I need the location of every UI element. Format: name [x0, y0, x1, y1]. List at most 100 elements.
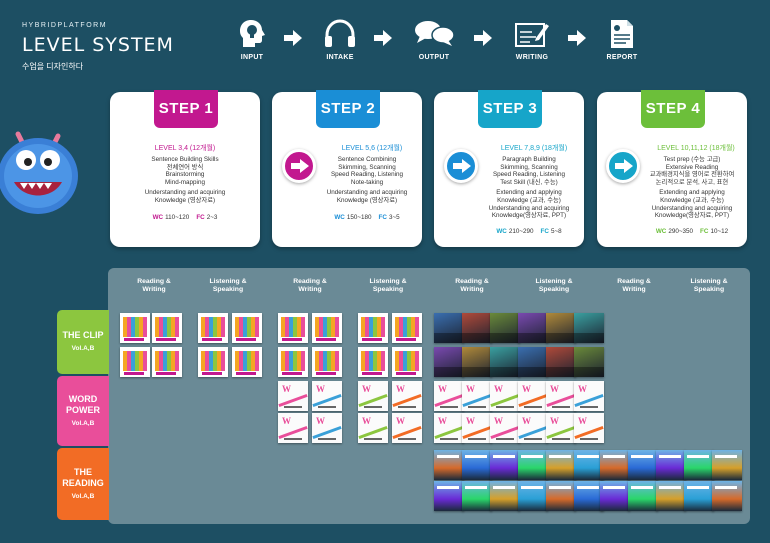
reading-book-cover	[628, 481, 658, 511]
reading-book-cover	[490, 450, 520, 480]
reading-book-cover	[574, 481, 604, 511]
word-power-book-cover: W	[518, 381, 548, 411]
word-power-book-cover: W	[312, 381, 342, 411]
word-power-book-cover: W	[574, 413, 604, 443]
reading-book-cover	[600, 481, 630, 511]
arrow-right-icon	[284, 30, 302, 46]
writing-pad-icon	[515, 23, 549, 47]
step-tab: STEP 3	[478, 90, 542, 128]
reading-book-cover	[628, 450, 658, 480]
arrow-right-icon	[474, 30, 492, 46]
word-power-book-cover: W	[434, 413, 464, 443]
reading-book-cover	[518, 347, 548, 377]
reading-book-cover	[434, 313, 464, 343]
arrow-right-icon	[374, 30, 392, 46]
word-power-book-cover: W	[546, 381, 576, 411]
next-step-arrow	[444, 149, 478, 183]
clip-book-cover	[232, 313, 262, 343]
clip-book-cover	[198, 347, 228, 377]
flow-intake: INTAKE	[310, 18, 370, 61]
step-tab: STEP 4	[641, 90, 705, 128]
clip-book-cover	[198, 313, 228, 343]
word-power-book-cover: W	[546, 413, 576, 443]
word-power-book-cover: W	[490, 381, 520, 411]
reading-book-cover	[518, 481, 548, 511]
reading-book-cover	[684, 450, 714, 480]
reading-book-cover	[574, 450, 604, 480]
clip-book-cover	[232, 347, 262, 377]
column-header: Reading &Writing	[455, 278, 489, 293]
arrow-right-icon	[615, 159, 633, 173]
monster-mascot-icon	[0, 131, 78, 214]
clip-book-cover	[392, 313, 422, 343]
reading-book-cover	[574, 347, 604, 377]
reading-book-cover	[546, 481, 576, 511]
clip-book-cover	[312, 313, 342, 343]
word-power-book-cover: W	[392, 413, 422, 443]
reading-book-cover	[518, 313, 548, 343]
word-power-book-cover: W	[312, 413, 342, 443]
flow-label: INTAKE	[326, 54, 354, 61]
word-power-book-cover: W	[462, 381, 492, 411]
flow-label: REPORT	[606, 54, 638, 61]
head-bulb-icon	[240, 20, 265, 47]
step-level: LEVEL 7,8,9 (18개월)	[500, 145, 568, 152]
column-header: Reading &Writing	[137, 278, 171, 293]
reading-book-cover	[600, 450, 630, 480]
next-step-arrow	[606, 149, 640, 183]
column-header: Reading &Writing	[617, 278, 651, 293]
clip-book-cover	[278, 347, 308, 377]
reading-book-cover	[462, 450, 492, 480]
reading-book-cover	[462, 313, 492, 343]
word-power-book-cover: W	[358, 413, 388, 443]
step-level: LEVEL 10,11,12 (18개월)	[657, 145, 735, 152]
reading-book-cover	[712, 481, 742, 511]
speech-bubbles-icon	[415, 21, 455, 46]
column-header: Listening &Speaking	[209, 278, 247, 293]
clip-book-cover	[358, 347, 388, 377]
flow-writing: WRITING	[502, 18, 562, 61]
report-document-icon	[611, 20, 633, 48]
step-card-3: STEP 3 LEVEL 7,8,9 (18개월) Paragraph Buil…	[434, 90, 584, 247]
reading-book-cover	[656, 481, 686, 511]
flow-output: OUTPUT	[404, 18, 464, 61]
word-power-book-cover: W	[434, 381, 464, 411]
flow-input: INPUT	[222, 18, 282, 61]
column-header: Listening &Speaking	[535, 278, 573, 293]
next-step-arrow	[282, 149, 316, 183]
reading-book-cover	[434, 347, 464, 377]
reading-book-cover	[490, 347, 520, 377]
word-power-book-cover: W	[462, 413, 492, 443]
step-tab: STEP 2	[316, 90, 380, 128]
step-level: LEVEL 3,4 (12개월)	[154, 145, 216, 152]
reading-book-cover	[490, 481, 520, 511]
reading-book-cover	[490, 313, 520, 343]
brand-label: HYBRIDPLATFORM	[22, 22, 108, 29]
step-tab: STEP 1	[154, 90, 218, 128]
clip-book-cover	[392, 347, 422, 377]
column-header: Reading &Writing	[293, 278, 327, 293]
flow-label: OUTPUT	[418, 54, 450, 61]
page-title: LEVEL SYSTEM	[22, 34, 174, 56]
page-subtitle: 수업을 디자인하다	[22, 62, 84, 71]
reading-book-cover	[546, 450, 576, 480]
flow-report: REPORT	[592, 18, 652, 61]
word-power-book-cover: W	[278, 381, 308, 411]
word-power-book-cover: W	[574, 381, 604, 411]
flow-label: INPUT	[240, 54, 264, 61]
column-header: Listening &Speaking	[690, 278, 728, 293]
process-flow: INPUT INTAKE OUTPUT WRITING	[222, 18, 652, 73]
clip-book-cover	[120, 347, 150, 377]
reading-book-cover	[434, 481, 464, 511]
column-header: Listening &Speaking	[369, 278, 407, 293]
reading-book-cover	[574, 313, 604, 343]
